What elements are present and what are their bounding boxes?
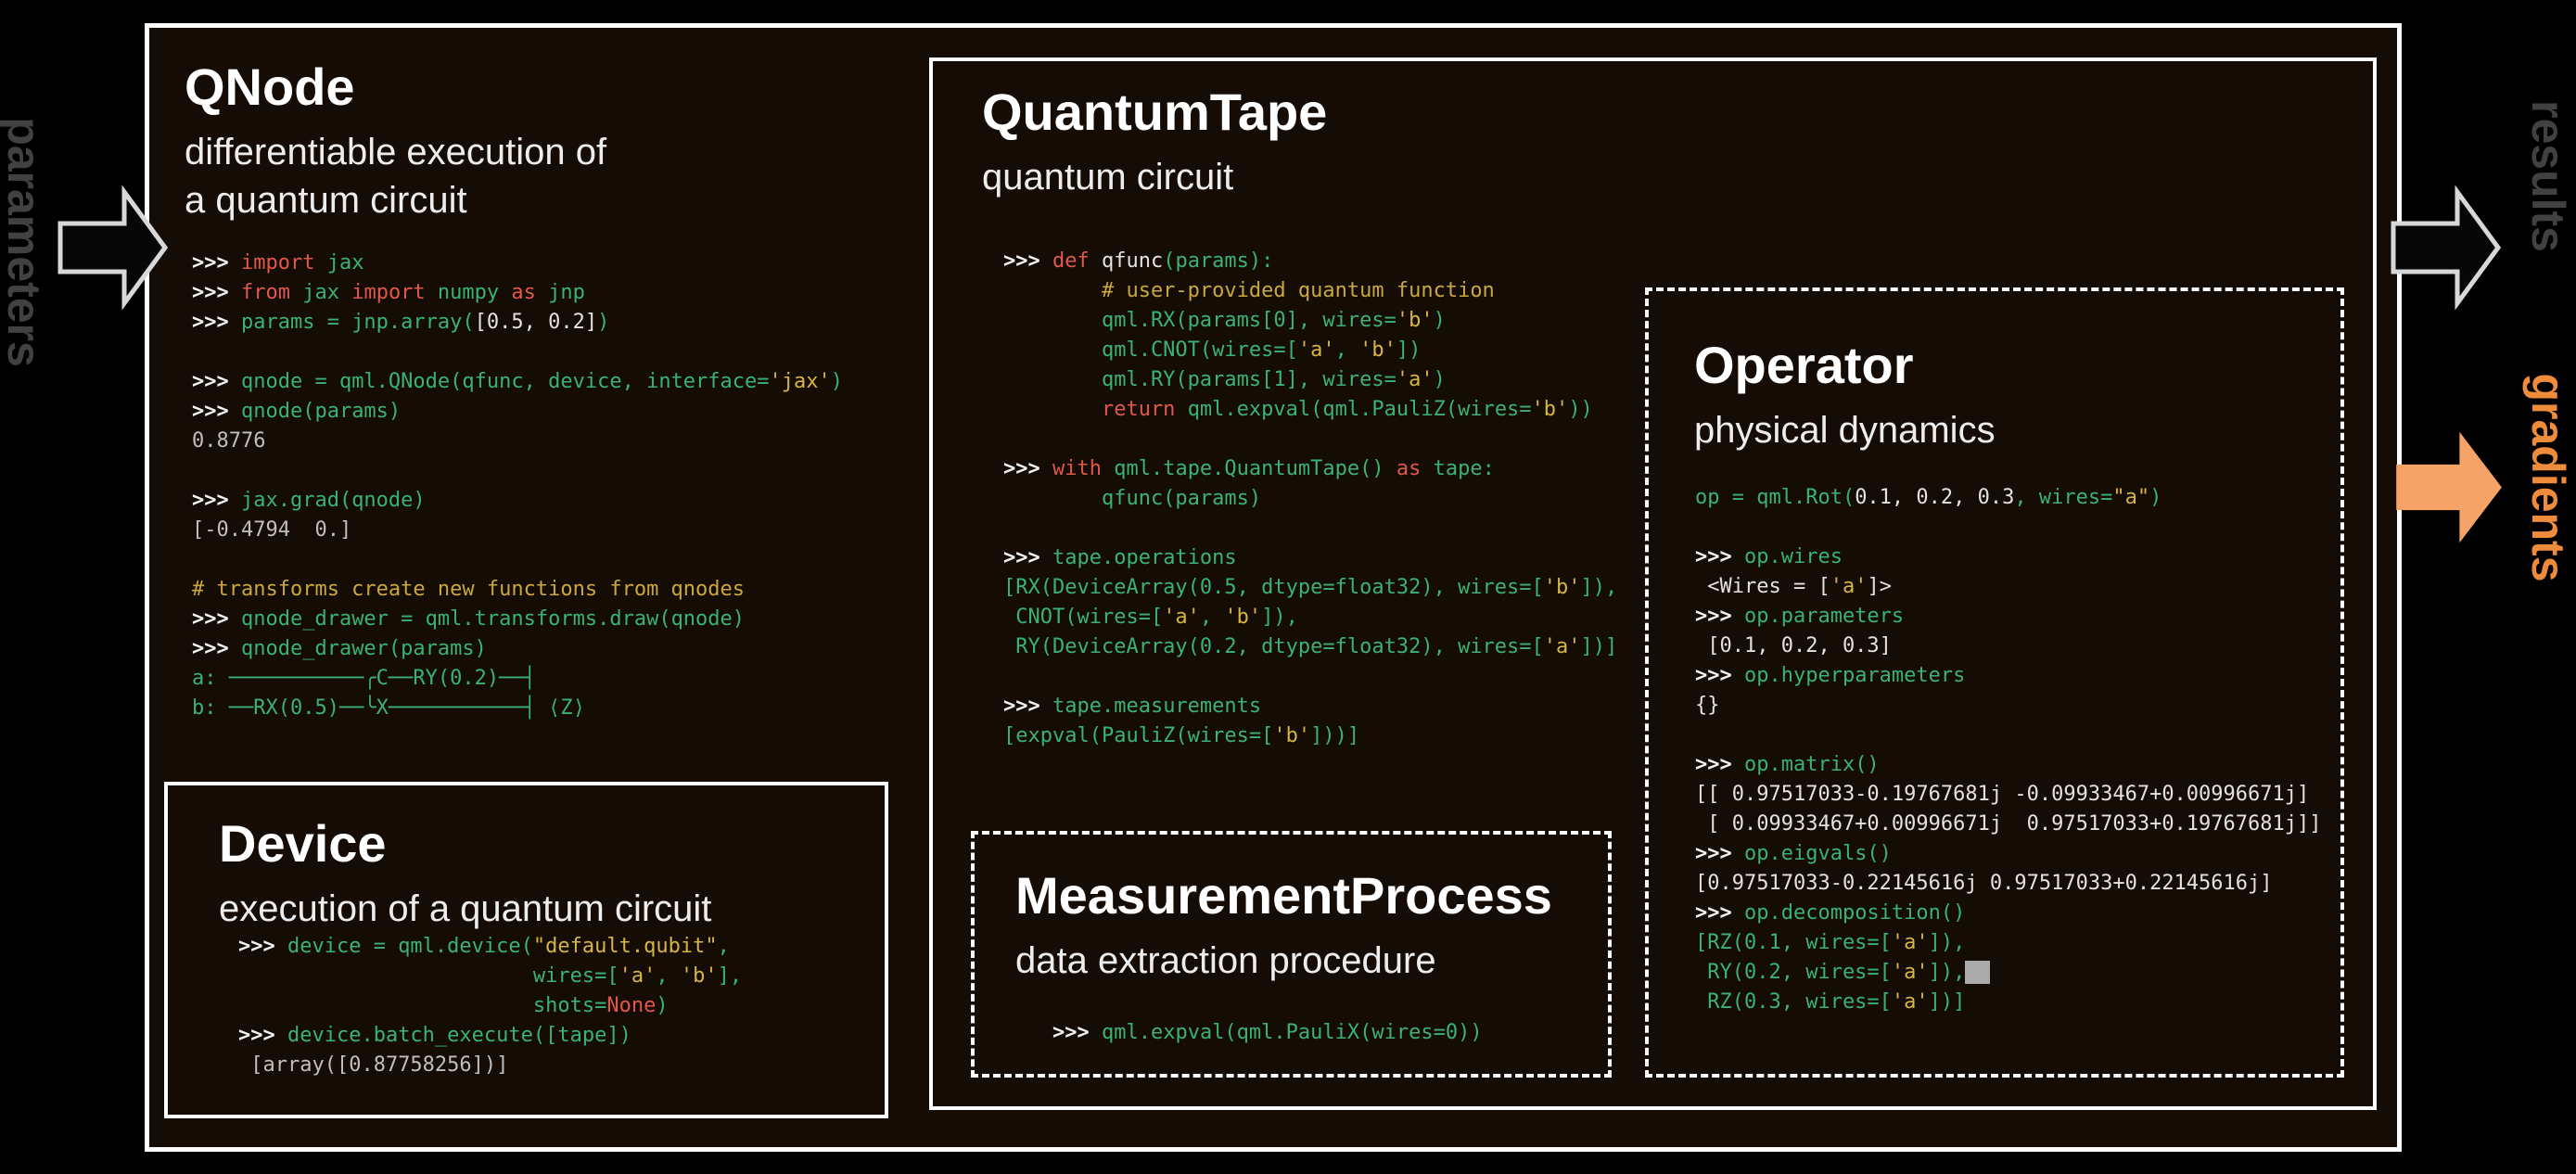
code-line: [ 0.09933467+0.00996671j 0.97517033+0.19… — [1695, 812, 2322, 836]
code-line: wires=['a', 'b'], — [238, 964, 743, 988]
quantum-tape-subtitle: quantum circuit — [982, 157, 1234, 198]
code-line: >>> params = jnp.array([0.5, 0.2]) — [192, 311, 610, 335]
code-line — [192, 456, 843, 486]
code-line: >>> def qfunc(params): — [1003, 249, 1274, 273]
code-line: # transforms create new functions from q… — [192, 578, 746, 602]
qnode-title: QNode — [185, 57, 355, 116]
qnode-panel: QNode differentiable execution of a quan… — [185, 57, 843, 723]
code-line: [expval(PauliZ(wires=['b']))] — [1003, 724, 1360, 747]
code-line: 0.8776 — [192, 429, 266, 453]
code-line: >>> op.hyperparameters — [1695, 664, 1966, 687]
device-subtitle: execution of a quantum circuit — [219, 888, 712, 930]
code-line: qfunc(params) — [1003, 487, 1262, 510]
code-line: >>> op.parameters — [1695, 605, 1905, 628]
code-line: >>> qnode(params) — [192, 400, 402, 424]
code-line: CNOT(wires=['a', 'b']), — [1003, 606, 1298, 629]
device-header: Device execution of a quantum circuit — [219, 814, 711, 933]
code-line: [-0.4794 0.] — [192, 518, 352, 542]
code-line: >>> import jax — [192, 251, 364, 275]
code-line — [1003, 662, 1617, 692]
parameters-label: parameters — [0, 117, 50, 367]
measurement-process-code-block: >>> qml.expval(qml.PauliX(wires=0)) — [1052, 1018, 1483, 1048]
code-line: >>> qnode_drawer(params) — [192, 637, 487, 661]
code-line — [1695, 513, 2322, 542]
code-line: [0.97517033-0.22145616j 0.97517033+0.221… — [1695, 872, 2273, 895]
qnode-subtitle: differentiable execution of a quantum ci… — [185, 132, 607, 222]
code-line: >>> from jax import numpy as jnp — [192, 281, 585, 305]
code-line: a: ───────────╭C──RY(0.2)──┤ — [192, 667, 549, 691]
gradients-arrow-icon — [2396, 431, 2502, 543]
code-line — [1003, 514, 1617, 543]
code-line: >>> op.eigvals() — [1695, 842, 1892, 865]
quantum-tape-box: QuantumTape quantum circuit >>> def qfun… — [929, 57, 2377, 1110]
code-line: RY(0.2, wires=['a']), — [1695, 958, 2322, 988]
code-line: >>> op.decomposition() — [1695, 901, 1966, 925]
code-line: b: ──RX(0.5)──╰X───────────┤ ⟨Z⟩ — [192, 696, 585, 721]
operator-code-block: op = qml.Rot(0.1, 0.2, 0.3, wires="a") >… — [1695, 483, 2322, 1017]
code-line: >>> op.matrix() — [1695, 753, 1880, 776]
code-line: >>> qml.expval(qml.PauliX(wires=0)) — [1052, 1021, 1483, 1044]
device-code-block: >>> device = qml.device("default.qubit",… — [238, 932, 742, 1080]
code-line: RZ(0.3, wires=['a'])] — [1695, 990, 1966, 1014]
code-line: >>> with qml.tape.QuantumTape() as tape: — [1003, 457, 1495, 480]
quantum-tape-header: QuantumTape quantum circuit — [982, 83, 1327, 201]
device-title: Device — [219, 814, 387, 873]
code-line: >>> jax.grad(qnode) — [192, 489, 426, 513]
code-line: qml.RX(params[0], wires='b') — [1003, 309, 1446, 332]
code-line: <Wires = ['a']> — [1695, 575, 1892, 598]
code-line: RY(DeviceArray(0.2, dtype=float32), wire… — [1003, 635, 1618, 658]
code-line: op = qml.Rot(0.1, 0.2, 0.3, wires="a") — [1695, 486, 2162, 509]
code-line: >>> device = qml.device("default.qubit", — [238, 935, 730, 958]
code-line: return qml.expval(qml.PauliZ(wires='b')) — [1003, 398, 1593, 421]
code-line: [0.1, 0.2, 0.3] — [1695, 634, 1892, 657]
operator-title: Operator — [1694, 336, 1914, 394]
code-line — [1695, 721, 2322, 750]
code-line: >>> device.batch_execute([tape]) — [238, 1024, 631, 1047]
code-line: [array([0.87758256])] — [238, 1053, 509, 1077]
code-line: [RX(DeviceArray(0.5, dtype=float32), wir… — [1003, 576, 1618, 599]
code-line: shots=None) — [238, 994, 669, 1017]
code-line: >>> qnode_drawer = qml.transforms.draw(q… — [192, 607, 746, 632]
measurement-process-header: MeasurementProcess data extraction proce… — [1015, 866, 1552, 985]
code-line: [RZ(0.1, wires=['a']), — [1695, 931, 1966, 954]
code-line: >>> qnode = qml.QNode(qfunc, device, int… — [192, 370, 844, 394]
code-line — [192, 545, 843, 575]
code-line: qml.CNOT(wires=['a', 'b']) — [1003, 338, 1422, 362]
code-line — [1003, 425, 1617, 454]
code-line: # user-provided quantum function — [1003, 279, 1495, 302]
measurement-process-title: MeasurementProcess — [1015, 866, 1552, 925]
measurement-process-subtitle: data extraction procedure — [1015, 940, 1436, 982]
quantum-tape-title: QuantumTape — [982, 83, 1328, 141]
code-line: >>> tape.operations — [1003, 546, 1237, 569]
code-line: {} — [1695, 694, 1720, 717]
qnode-code-block: >>> import jax >>> from jax import numpy … — [192, 249, 843, 723]
code-line — [192, 338, 843, 367]
quantum-tape-code-block: >>> def qfunc(params): # user-provided q… — [1003, 247, 1617, 751]
parameters-arrow-icon — [57, 185, 169, 310]
code-line: [[ 0.97517033-0.19767681j -0.09933467+0.… — [1695, 783, 2310, 806]
results-arrow-icon — [2391, 185, 2502, 310]
operator-header: Operator physical dynamics — [1694, 336, 1996, 454]
code-line: >>> op.wires — [1695, 545, 1843, 568]
operator-box: Operator physical dynamics op = qml.Rot(… — [1645, 287, 2344, 1078]
results-label: results — [2522, 100, 2574, 252]
code-line: >>> tape.measurements — [1003, 695, 1262, 718]
code-line: qml.RY(params[1], wires='a') — [1003, 368, 1446, 391]
operator-subtitle: physical dynamics — [1694, 410, 1996, 452]
device-box: Device execution of a quantum circuit >>… — [164, 782, 888, 1118]
gradients-label: gradients — [2522, 373, 2574, 582]
measurement-process-box: MeasurementProcess data extraction proce… — [971, 831, 1612, 1078]
main-frame: QNode differentiable execution of a quan… — [145, 23, 2402, 1152]
